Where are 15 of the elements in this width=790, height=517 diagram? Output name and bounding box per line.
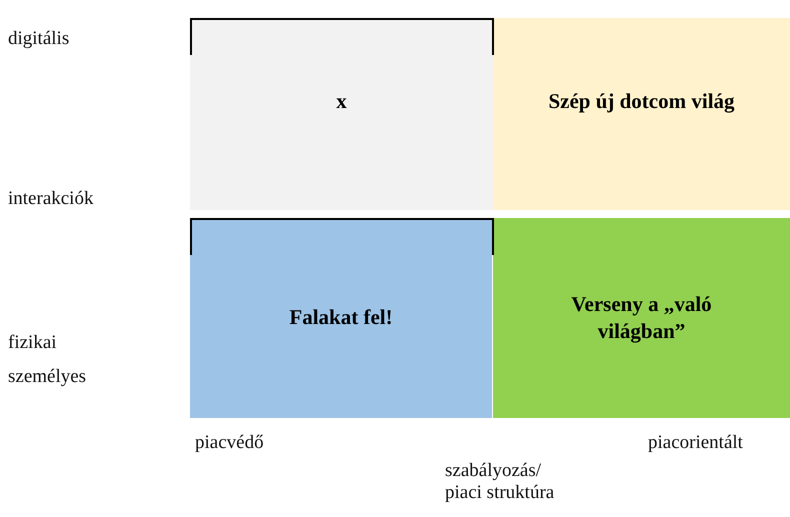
axis-label: szabályozás/ piaci struktúra: [445, 460, 556, 504]
axis-label: piacorientált: [648, 432, 743, 454]
quadrant-title: Verseny a „való világban”: [570, 290, 713, 345]
quadrant-title: x: [335, 88, 348, 116]
axis-label: interakciók: [8, 188, 94, 210]
quadrant-title: Szép új dotcom világ: [547, 88, 736, 116]
axis-label: személyes: [8, 366, 86, 388]
quadrant-cell: [190, 18, 493, 210]
axis-label: piacvédő: [195, 432, 264, 454]
quadrant-title: Falakat fel!: [288, 304, 394, 332]
quadrant-cell: [493, 218, 790, 418]
axis-label: fizikai: [8, 332, 57, 354]
axis-label: digitális: [8, 28, 70, 50]
quadrant-cell: [493, 18, 790, 210]
quadrant-cell: [190, 218, 492, 418]
